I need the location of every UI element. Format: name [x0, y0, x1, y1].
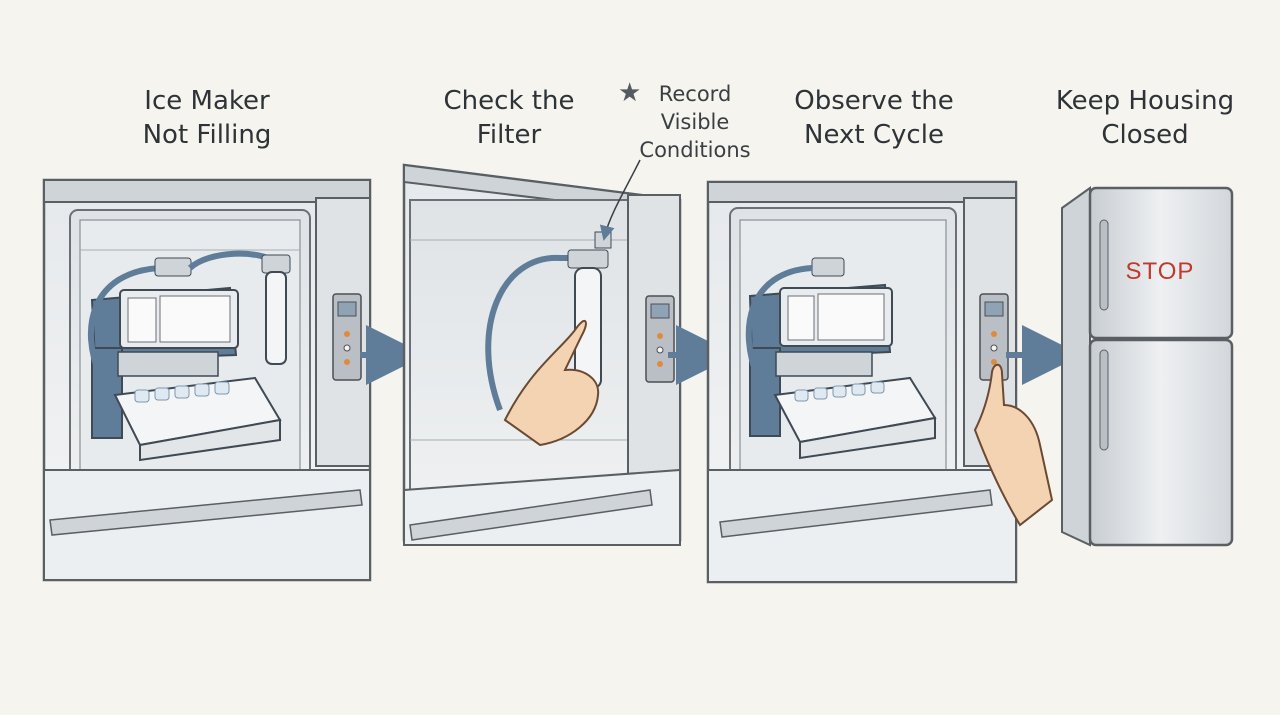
step-3-title: Observe the Next Cycle — [794, 86, 954, 150]
step-4-title: Keep Housing Closed — [1055, 86, 1235, 150]
panel-1-fridge — [42, 178, 372, 582]
panel-3-fridge — [706, 180, 1054, 584]
step-2-title: Check the Filter — [443, 86, 575, 150]
panel-2-fridge — [402, 159, 682, 546]
panel-4-fridge — [1061, 186, 1234, 547]
annotation-note: Record Visible Conditions — [639, 82, 751, 162]
stop-sign-text: STOP — [1125, 258, 1195, 285]
step-1-title: Ice Maker Not Filling — [142, 86, 272, 150]
star-icon: ★ — [618, 78, 642, 108]
